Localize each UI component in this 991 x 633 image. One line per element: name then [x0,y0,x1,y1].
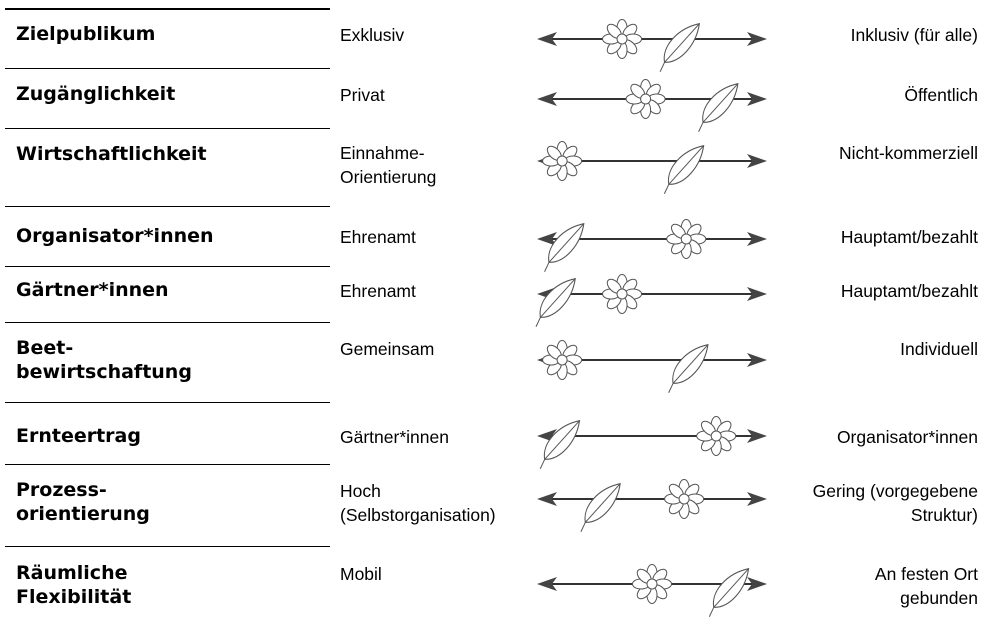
left-pole-label: Ehrenamt [340,281,416,301]
category-label: Prozess-orientierung [16,479,150,525]
right-pole-label: Hauptamt/bezahlt [840,281,978,301]
leaf-marker [708,567,750,617]
flower-marker [696,416,737,456]
right-pole-label: Hauptamt/bezahlt [840,227,978,247]
left-pole-label: Einnahme-Orientierung [340,143,437,187]
row-divider [5,128,330,129]
category-label: Gärtner*innen [16,279,169,301]
category-label: Beet-bewirtschaftung [16,337,192,383]
row-gaertnerinnen: Gärtner*innen Ehrenamt Hauptamt/bezahlt [0,264,991,327]
row-divider [5,8,330,10]
row-divider [5,68,330,69]
flower-marker [602,19,643,59]
row-zielpublikum: Zielpublikum Exklusiv Inklusiv (für alle… [0,6,991,72]
row-wirtschaftlichkeit: Wirtschaftlichkeit Einnahme-Orientierung… [0,126,991,204]
leaf-marker [668,343,709,393]
row-scale [537,79,767,132]
row-divider [5,464,330,465]
right-pole-label: Organisator*innen [836,427,978,447]
flower-marker [625,79,666,119]
flower-marker [664,479,705,519]
right-pole-label: Öffentlich [904,85,978,105]
left-pole-label: Exklusiv [340,25,405,45]
leaf-marker [544,222,585,272]
row-scale [537,416,767,469]
row-scale [537,19,767,72]
leaf-marker [539,419,581,469]
row-divider [5,322,330,323]
category-label: Zielpublikum [16,23,156,45]
left-pole-label: Ehrenamt [340,227,416,247]
category-label: Wirtschaftlichkeit [16,143,207,165]
leaf-marker [580,482,621,532]
scale-axis [537,232,767,246]
scale-axis [537,32,767,46]
left-pole-label: Privat [340,85,385,105]
row-prozessorientierung: Prozess-orientierung Hoch(Selbstorganisa… [0,462,991,544]
flower-marker [542,340,583,380]
leaf-marker [659,22,701,72]
row-divider [5,546,330,547]
row-scale [537,219,767,272]
flower-marker [666,219,707,259]
row-divider [5,206,330,207]
row-organisatorinnen: Organisator*innen Ehrenamt Hauptamt/beza… [0,204,991,272]
leaf-marker [698,82,739,132]
right-pole-label: Nicht-kommerziell [838,143,978,163]
left-pole-label: Gärtner*innen [340,427,449,447]
category-label: Ernteertrag [16,425,141,447]
row-ernteertrag: Ernteertrag Gärtner*innen Organisator*in… [0,400,991,469]
category-label: Organisator*innen [16,225,214,247]
row-divider [5,266,330,267]
row-beetbewirtschaftung: Beet-bewirtschaftung Gemeinsam Individue… [0,320,991,400]
leaf-marker [535,277,576,327]
row-scale [537,340,767,393]
row-scale [537,564,767,617]
right-pole-label: Individuell [900,339,978,359]
left-pole-label: Mobil [340,564,382,584]
scale-axis [537,492,767,506]
flower-marker [542,141,583,181]
left-pole-label: Hoch(Selbstorganisation) [340,481,496,525]
row-divider [5,402,330,403]
row-scale [535,274,767,327]
flower-marker [632,564,672,604]
right-pole-label: Inklusiv (für alle) [850,25,978,45]
left-pole-label: Gemeinsam [340,339,435,359]
row-scale [537,479,767,532]
row-scale [537,141,767,194]
leaf-marker [663,144,705,194]
flower-marker [602,274,643,314]
category-label: Zugänglichkeit [16,83,176,105]
row-zugaenglichkeit: Zugänglichkeit Privat Öffentlich [0,66,991,132]
